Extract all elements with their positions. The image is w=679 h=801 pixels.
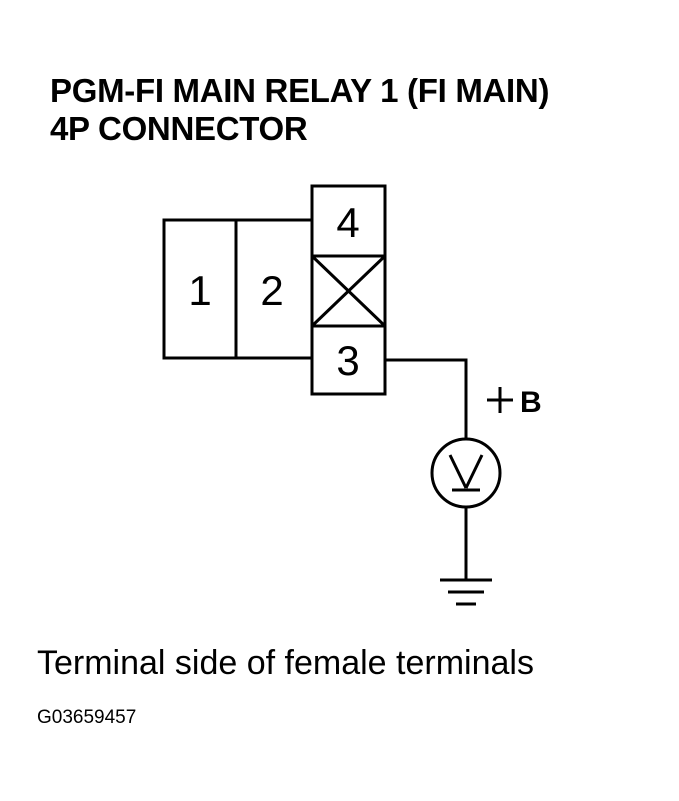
voltmeter-needle [448,454,468,489]
title-line-1: PGM-FI MAIN RELAY 1 (FI MAIN) [50,72,550,109]
connector-body [162,218,314,360]
ground-icon [440,578,492,606]
blank-cavity-cross [310,254,387,328]
probe-wire [385,358,468,440]
voltmeter-symbol-text: V [452,452,480,488]
diagram-caption: Terminal side of female terminals [37,644,534,682]
title-line-2: 4P CONNECTOR [50,110,308,147]
battery-supply-label: B [520,386,542,419]
figure-id: G03659457 [37,707,137,728]
supply-label-text: +B [487,382,549,416]
pin-3-label: 3 [336,337,359,384]
diagram-title: PGM-FI MAIN RELAY 1 (FI MAIN) 4P CONNECT… [50,72,549,148]
voltmeter-needle [464,454,484,489]
plus-icon [487,387,513,413]
pin-1-label: 1 [188,267,211,314]
pin-2-label: 2 [260,267,283,314]
pin-4-label: 4 [336,199,359,246]
